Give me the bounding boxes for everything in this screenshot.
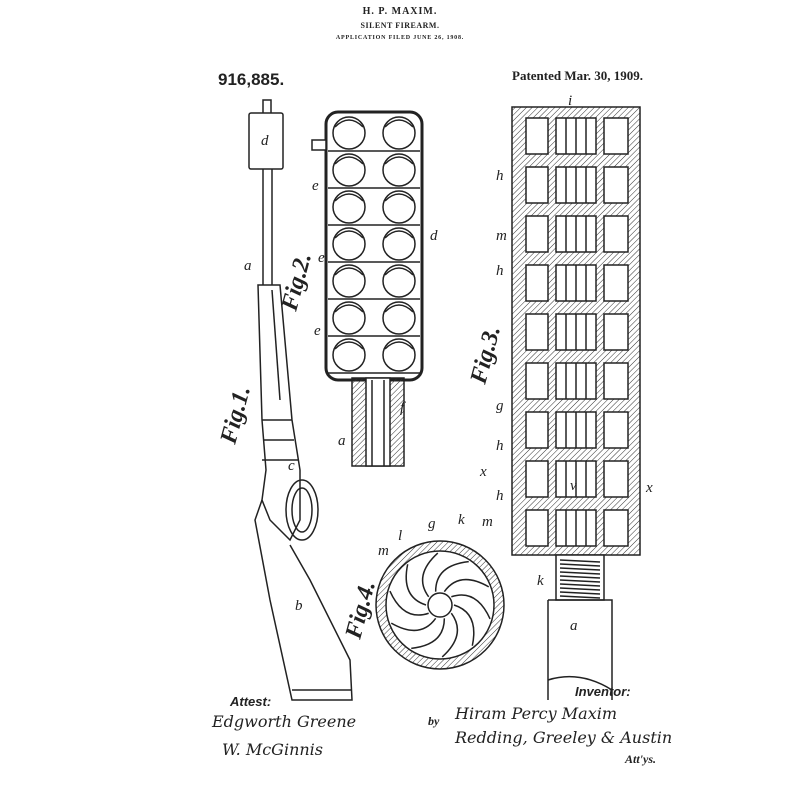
label-m-1: m <box>496 228 507 244</box>
cell-left <box>526 510 548 546</box>
label-m-2: m <box>482 514 493 530</box>
cartridge-circle <box>333 117 365 149</box>
label-c: c <box>288 458 295 474</box>
label-a-3: a <box>570 618 578 634</box>
cell-left <box>526 167 548 203</box>
cell-right <box>604 314 628 350</box>
cartridge-circle <box>383 191 415 223</box>
witness-signature-1: Edgworth Greene <box>212 712 356 731</box>
cell-right <box>604 216 628 252</box>
label-h-1: h <box>496 168 504 184</box>
label-e-2: e <box>318 250 325 266</box>
label-k-2: k <box>458 512 465 528</box>
label-m-3: m <box>378 543 389 559</box>
label-v: v <box>570 478 577 494</box>
inventor-signature: Hiram Percy Maxim <box>455 704 617 723</box>
cell-left <box>526 314 548 350</box>
label-x-2: x <box>645 480 653 496</box>
cartridge-circle <box>383 228 415 260</box>
label-g-2: g <box>428 516 436 532</box>
cartridge-circle <box>383 117 415 149</box>
label-h-2: h <box>496 263 504 279</box>
label-h-4: h <box>496 488 504 504</box>
fig1-label: Fig.1. <box>215 383 256 447</box>
fig2-section <box>312 112 422 466</box>
cell-right <box>604 118 628 154</box>
cartridge-circle <box>383 302 415 334</box>
label-x-1: x <box>479 464 487 480</box>
cartridge-circle <box>333 228 365 260</box>
cell-right <box>604 265 628 301</box>
label-k: k <box>537 573 544 589</box>
cell-right <box>604 167 628 203</box>
label-l: l <box>398 528 402 544</box>
cartridge-circle <box>333 265 365 297</box>
label-g: g <box>496 398 504 414</box>
cell-left <box>526 412 548 448</box>
inventor-label: Inventor: <box>575 684 631 700</box>
cell-left <box>526 461 548 497</box>
label-a: a <box>244 258 252 274</box>
cartridge-circle <box>333 339 365 371</box>
cell-left <box>526 265 548 301</box>
label-e-1: e <box>312 178 319 194</box>
attorneys-signature: Redding, Greeley & Austin <box>455 728 672 747</box>
by-label: by <box>428 714 439 728</box>
fig4-end-view <box>376 541 504 669</box>
fig3-silencer-section <box>512 107 640 700</box>
cartridge-circle <box>383 339 415 371</box>
label-h-3: h <box>496 438 504 454</box>
attys-label: Att'ys. <box>625 752 656 766</box>
attest-label: Attest: <box>230 694 271 710</box>
cartridge-circle <box>383 154 415 186</box>
cell-right <box>604 510 628 546</box>
cell-right <box>604 461 628 497</box>
fig3-label: Fig.3. <box>465 323 506 387</box>
label-f: f <box>400 400 406 416</box>
fig2-label: Fig.2. <box>276 250 317 314</box>
label-d-2: d <box>430 228 438 244</box>
cartridge-circle <box>333 154 365 186</box>
label-e-3: e <box>314 323 321 339</box>
label-b: b <box>295 598 303 614</box>
cell-right <box>604 363 628 399</box>
fig4-label: Fig.4. <box>340 578 381 642</box>
cartridge-circle <box>383 265 415 297</box>
cell-right <box>604 412 628 448</box>
label-d: d <box>261 133 269 149</box>
witness-signature-2: W. McGinnis <box>222 740 323 759</box>
cartridge-circle <box>333 191 365 223</box>
cartridge-circle <box>333 302 365 334</box>
cell-left <box>526 216 548 252</box>
cell-left <box>526 363 548 399</box>
label-a-2: a <box>338 433 346 449</box>
cell-left <box>526 118 548 154</box>
label-i: i <box>568 93 572 109</box>
